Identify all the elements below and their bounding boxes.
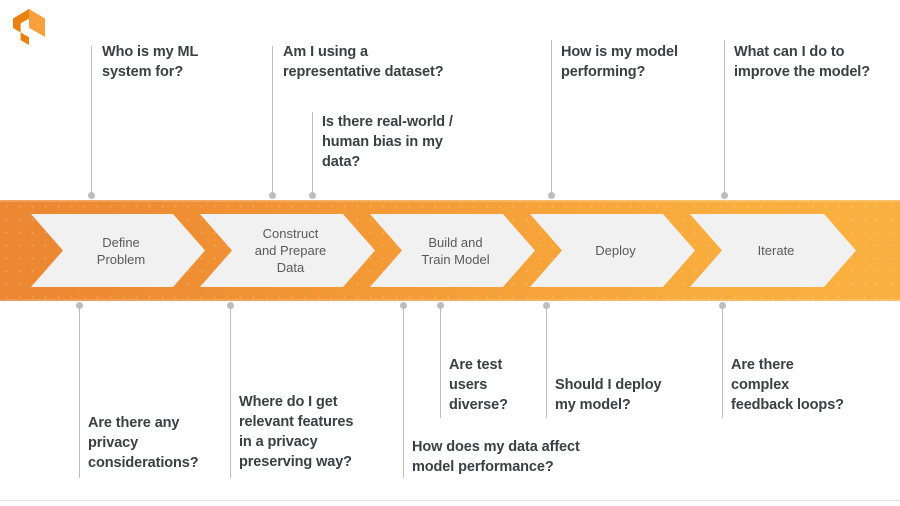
leader-line-below-3 bbox=[403, 308, 404, 478]
stage-label-construct-and-prepare-data: Construct and Prepare Data bbox=[254, 226, 327, 275]
question-above-how-is-my-model-performing: How is my model performing? bbox=[561, 44, 678, 80]
question-above-am-i-using-a-representative-dataset: Am I using a representative dataset? bbox=[283, 44, 444, 80]
leader-dot-below-4 bbox=[437, 302, 444, 309]
tensorflow-logo-icon bbox=[12, 8, 46, 46]
stage-chevron-define-problem[interactable]: Define Problem bbox=[31, 214, 205, 287]
leader-line-below-2 bbox=[230, 308, 231, 478]
leader-line-above-2 bbox=[272, 46, 273, 196]
leader-line-above-4 bbox=[551, 40, 552, 196]
leader-line-above-3 bbox=[312, 112, 313, 196]
question-above-is-there-real-world-human-bias-in-my-data: Is there real-world / human bias in my d… bbox=[322, 114, 453, 170]
band-bottom-highlight bbox=[0, 299, 900, 301]
leader-line-above-5 bbox=[724, 40, 725, 196]
leader-dot-below-2 bbox=[227, 302, 234, 309]
leader-line-below-4 bbox=[440, 308, 441, 418]
leader-line-above-1 bbox=[91, 46, 92, 196]
stage-label-build-and-train-model: Build and Train Model bbox=[421, 234, 490, 267]
leader-dot-below-3 bbox=[400, 302, 407, 309]
question-below-where-do-i-get-relevant-features-in-a-privacy-preserving-way: Where do I get relevant features in a pr… bbox=[239, 394, 354, 470]
leader-dot-below-5 bbox=[543, 302, 550, 309]
leader-line-below-5 bbox=[546, 308, 547, 418]
question-below-are-test-users-diverse: Are test users diverse? bbox=[449, 357, 508, 413]
stage-label-iterate: Iterate bbox=[757, 243, 795, 258]
slide-bottom-divider bbox=[0, 500, 900, 501]
stage-label-deploy: Deploy bbox=[595, 243, 636, 258]
leader-dot-above-2 bbox=[269, 192, 276, 199]
leader-dot-above-4 bbox=[548, 192, 555, 199]
question-above-who-is-my-ml-system-for: Who is my ML system for? bbox=[102, 44, 199, 80]
leader-dot-below-6 bbox=[719, 302, 726, 309]
leader-dot-above-1 bbox=[88, 192, 95, 199]
question-above-what-can-i-do-to-improve-the-model: What can I do to improve the model? bbox=[734, 44, 870, 80]
leader-dot-above-3 bbox=[309, 192, 316, 199]
leader-dot-below-1 bbox=[76, 302, 83, 309]
leader-line-below-6 bbox=[722, 308, 723, 418]
leader-line-below-1 bbox=[79, 308, 80, 478]
band-top-highlight bbox=[0, 200, 900, 202]
question-below-are-there-any-privacy-considerations: Are there any privacy considerations? bbox=[88, 415, 199, 471]
stage-label-define-problem: Define Problem bbox=[96, 234, 146, 267]
question-below-are-there-complex-feedback-loops: Are there complex feedback loops? bbox=[731, 357, 844, 413]
question-below-should-i-deploy-my-model: Should I deploy my model? bbox=[555, 377, 662, 413]
question-below-how-does-my-data-affect-model-performance: How does my data affect model performanc… bbox=[412, 439, 580, 475]
leader-dot-above-5 bbox=[721, 192, 728, 199]
